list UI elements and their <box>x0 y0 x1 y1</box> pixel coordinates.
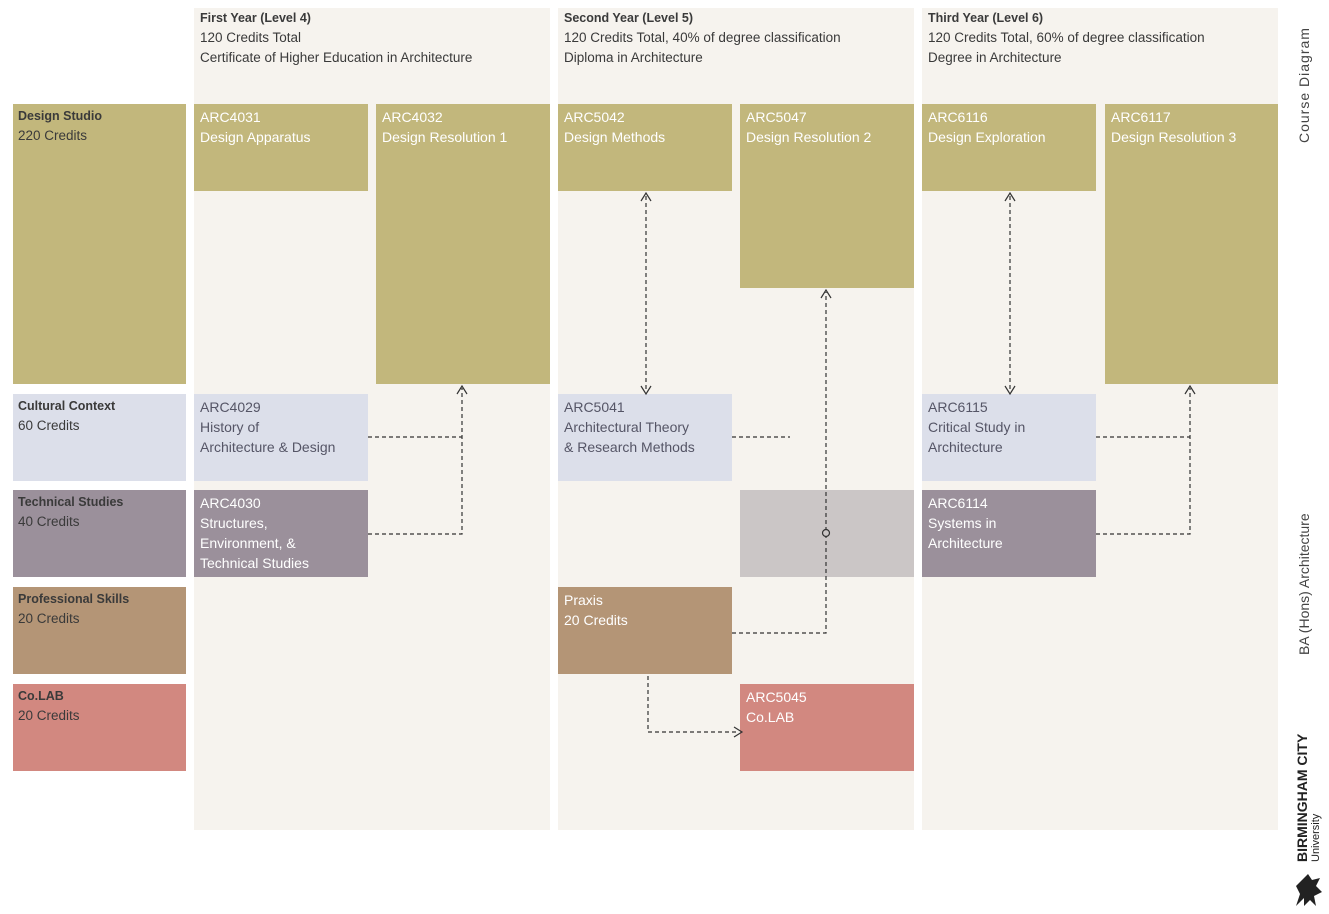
module-title: Design Apparatus <box>200 129 311 145</box>
year1-credits: 120 Credits Total <box>200 30 302 45</box>
module-placeholder-grey <box>740 490 914 577</box>
module-arc4031: ARC4031 Design Apparatus <box>194 104 368 191</box>
programme-label: BA (Hons) Architecture <box>1296 513 1312 655</box>
module-code: Praxis <box>564 592 603 608</box>
module-title: Design Methods <box>564 129 666 145</box>
module-code: ARC5047 <box>746 109 807 125</box>
category-credits: 40 Credits <box>18 514 80 529</box>
year1-header: First Year (Level 4) 120 Credits Total C… <box>200 8 550 68</box>
module-code: ARC5042 <box>564 109 625 125</box>
module-arc4032: ARC4032 Design Resolution 1 <box>376 104 550 384</box>
module-code: ARC4032 <box>382 109 443 125</box>
module-title: Design Resolution 1 <box>382 129 508 145</box>
module-code: ARC4030 <box>200 495 261 511</box>
module-arc6116: ARC6116 Design Exploration <box>922 104 1096 191</box>
module-title: Co.LAB <box>746 709 795 725</box>
module-title-line1: Structures, <box>200 515 268 531</box>
module-title-line2: & Research Methods <box>564 439 695 455</box>
category-design-studio: Design Studio 220 Credits <box>13 104 186 384</box>
module-title-line2: Architecture <box>928 439 1003 455</box>
year1-title: First Year (Level 4) <box>200 11 311 25</box>
category-name: Professional Skills <box>18 592 130 606</box>
category-colab: Co.LAB 20 Credits <box>13 684 186 771</box>
module-arc6115: ARC6115 Critical Study in Architecture <box>922 394 1096 481</box>
module-title: 20 Credits <box>564 612 628 628</box>
category-credits: 220 Credits <box>18 128 88 143</box>
year2-title: Second Year (Level 5) <box>564 11 693 25</box>
year3-header: Third Year (Level 6) 120 Credits Total, … <box>928 8 1278 68</box>
module-arc4029: ARC4029 History of Architecture & Design <box>194 394 368 481</box>
module-code: ARC4029 <box>200 399 261 415</box>
module-code: ARC5045 <box>746 689 807 705</box>
module-arc5047: ARC5047 Design Resolution 2 <box>740 104 914 288</box>
module-title-line1: History of <box>200 419 260 435</box>
module-arc5042: ARC5042 Design Methods <box>558 104 732 191</box>
module-code: ARC5041 <box>564 399 625 415</box>
module-title: Design Resolution 2 <box>746 129 872 145</box>
category-name: Co.LAB <box>18 689 64 703</box>
module-title-line2: Architecture & Design <box>200 439 336 455</box>
module-code: ARC4031 <box>200 109 261 125</box>
module-arc5045: ARC5045 Co.LAB <box>740 684 914 771</box>
module-title-line1: Critical Study in <box>928 419 1026 435</box>
module-title-line3: Technical Studies <box>200 555 309 571</box>
module-title-line2: Environment, & <box>200 535 296 551</box>
category-credits: 60 Credits <box>18 418 80 433</box>
category-credits: 20 Credits <box>18 611 80 626</box>
module-code: ARC6115 <box>928 399 988 415</box>
category-cultural-context: Cultural Context 60 Credits <box>13 394 186 481</box>
module-title: Design Resolution 3 <box>1111 129 1237 145</box>
university-name: BIRMINGHAM CITY <box>1294 733 1310 862</box>
university-subname: University <box>1310 813 1322 862</box>
course-diagram-label: Course Diagram <box>1296 27 1312 143</box>
module-title: Design Exploration <box>928 129 1046 145</box>
year2-header: Second Year (Level 5) 120 Credits Total,… <box>564 8 914 68</box>
module-title-line2: Architecture <box>928 535 1003 551</box>
year3-title: Third Year (Level 6) <box>928 11 1044 25</box>
module-arc5041: ARC5041 Architectural Theory & Research … <box>558 394 732 481</box>
university-logo: BIRMINGHAM CITY University <box>1288 722 1328 912</box>
category-professional-skills: Professional Skills 20 Credits <box>13 587 186 674</box>
module-arc6114: ARC6114 Systems in Architecture <box>922 490 1096 577</box>
category-name: Design Studio <box>18 109 103 123</box>
module-code: ARC6114 <box>928 495 988 511</box>
module-title-line1: Architectural Theory <box>564 419 690 435</box>
category-name: Cultural Context <box>18 399 116 413</box>
year2-credits: 120 Credits Total, 40% of degree classif… <box>564 30 841 45</box>
module-arc6117: ARC6117 Design Resolution 3 <box>1105 104 1278 384</box>
module-praxis: Praxis 20 Credits <box>558 587 732 674</box>
category-technical-studies: Technical Studies 40 Credits <box>13 490 186 577</box>
year2-award: Diploma in Architecture <box>564 50 703 65</box>
year3-award: Degree in Architecture <box>928 50 1062 65</box>
year3-credits: 120 Credits Total, 60% of degree classif… <box>928 30 1205 45</box>
module-title-line1: Systems in <box>928 515 997 531</box>
module-arc4030: ARC4030 Structures, Environment, & Techn… <box>194 490 368 577</box>
year1-award: Certificate of Higher Education in Archi… <box>200 50 473 65</box>
module-code: ARC6116 <box>928 109 988 125</box>
category-name: Technical Studies <box>18 495 124 509</box>
category-credits: 20 Credits <box>18 708 80 723</box>
module-code: ARC6117 <box>1111 109 1171 125</box>
griffin-crest-icon <box>1296 874 1322 906</box>
